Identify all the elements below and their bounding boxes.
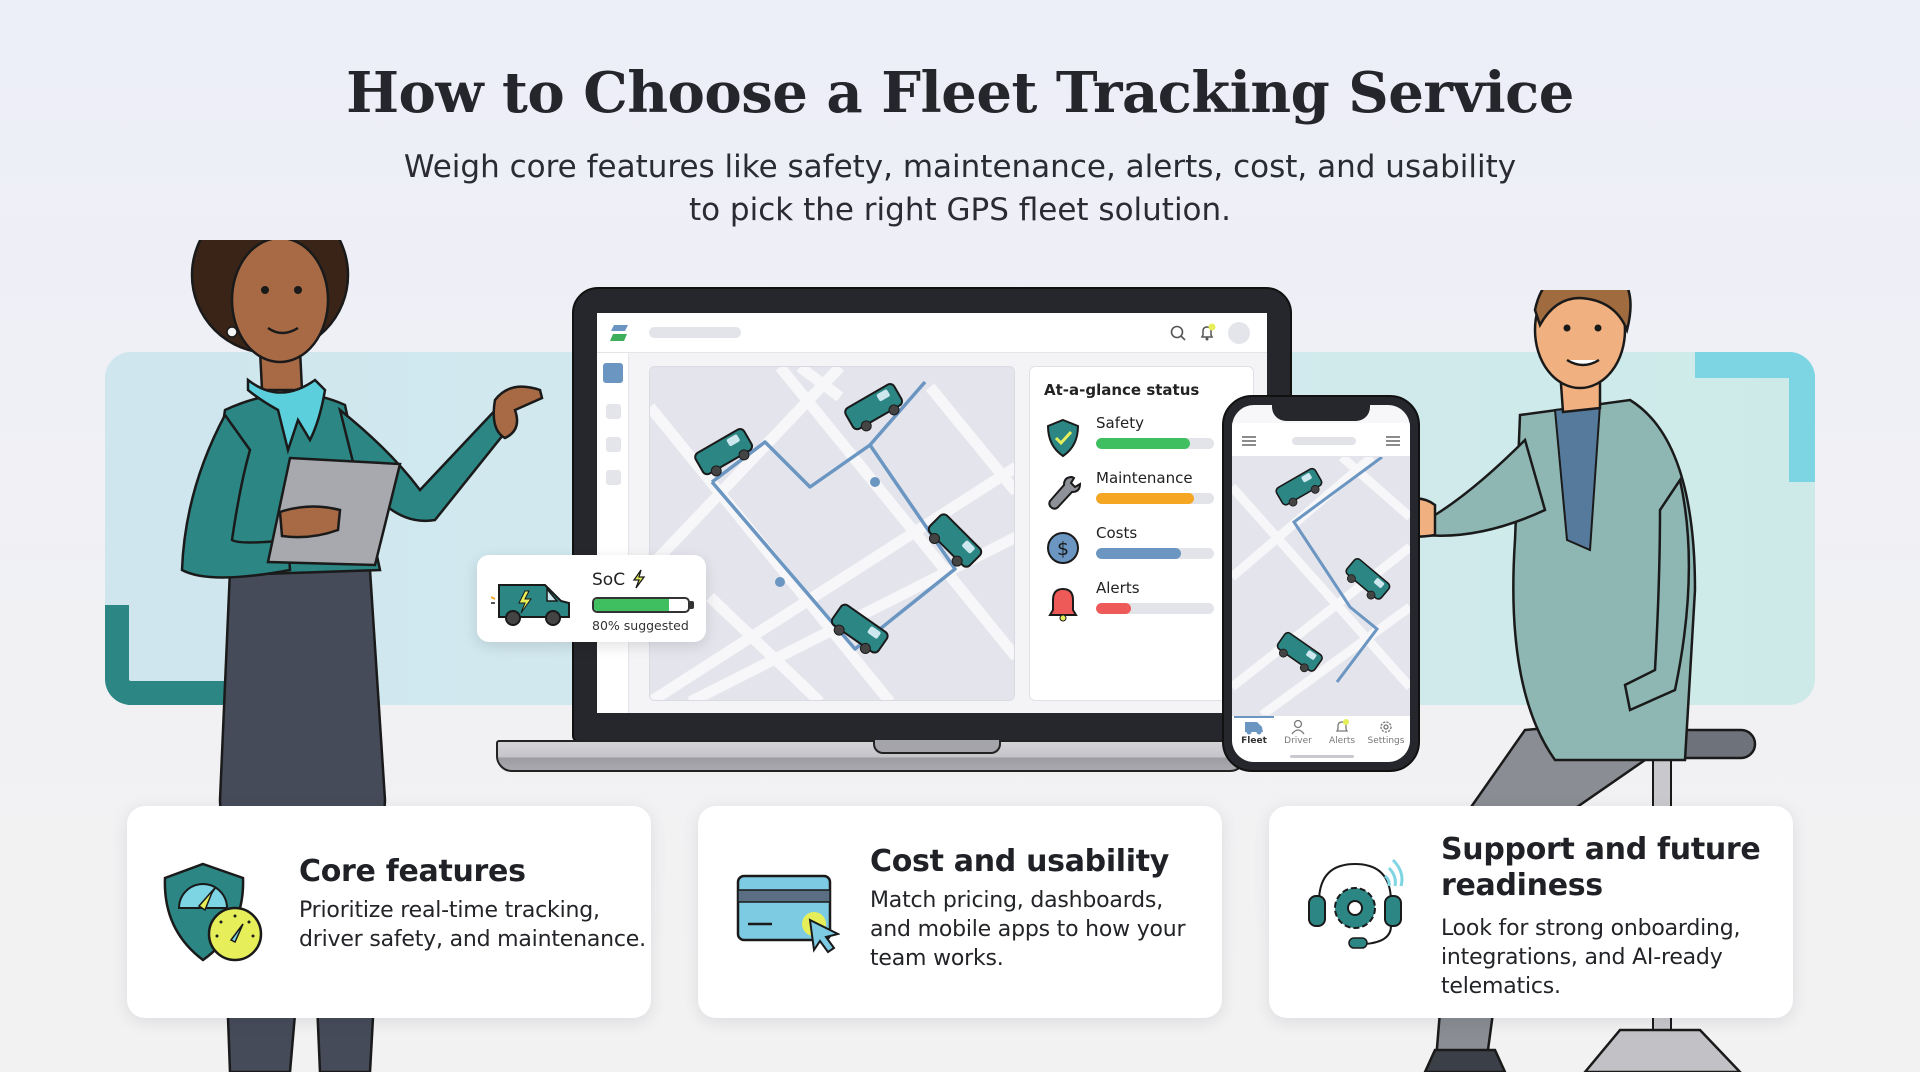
subtitle-line: Weigh core features like safety, mainten… [403, 149, 1517, 185]
dollar-coin-icon: $ [1047, 532, 1079, 564]
status-progress-bar [1096, 493, 1214, 504]
status-panel-title: At-a-glance status [1044, 381, 1200, 399]
band-corner-accent-left [105, 605, 225, 705]
at-a-glance-status-panel: At-a-glance status Safety Maintenance $ … [1029, 366, 1254, 701]
card-core-features: Core features Prioritize real-time track… [127, 806, 651, 1018]
app-sidebar [597, 353, 629, 713]
status-row-costs: $ Costs [1044, 524, 1244, 574]
status-label: Maintenance [1096, 469, 1193, 487]
shield-gauge-icon [163, 862, 263, 962]
headset-gear-icon [1308, 858, 1404, 949]
electric-van-icon [491, 584, 570, 626]
van-marker-icon[interactable] [1340, 552, 1396, 608]
van-marker-icon[interactable] [840, 382, 910, 432]
app-logo-icon [610, 325, 628, 341]
tab-label: Driver [1284, 736, 1312, 746]
subtitle-line: to pick the right GPS fleet solution. [688, 192, 1232, 228]
tab-driver[interactable]: Driver [1276, 719, 1320, 753]
shield-check-icon [1046, 418, 1080, 458]
bell-icon [1335, 719, 1349, 732]
laptop-screen: At-a-glance status Safety Maintenance $ … [597, 313, 1267, 713]
bell-icon [1048, 587, 1078, 622]
soc-card: SoC 80% suggested [477, 555, 706, 642]
sidebar-item[interactable] [606, 404, 621, 419]
card-description-line: Prioritize real-time tracking, [299, 898, 600, 923]
status-row-alerts: Alerts [1044, 579, 1244, 629]
phone-map-streets [1232, 457, 1410, 715]
soc-caption: 80% suggested [592, 618, 689, 633]
lightning-icon [632, 569, 646, 589]
phone-home-indicator [1290, 755, 1354, 758]
band-corner-accent-right [1695, 352, 1815, 482]
van-marker-icon[interactable] [690, 427, 760, 477]
status-label: Costs [1096, 524, 1138, 542]
credit-card-cursor-icon [736, 874, 840, 954]
sidebar-item[interactable] [606, 470, 621, 485]
sidebar-item-active[interactable] [603, 363, 623, 383]
options-icon[interactable] [1386, 435, 1400, 447]
app-topbar [597, 313, 1267, 353]
active-tab-indicator [1234, 716, 1274, 718]
card-description-line: Match pricing, dashboards, [870, 888, 1163, 913]
card-description-line: team works. [870, 946, 1004, 971]
card-description-line: driver safety, and maintenance. [299, 927, 646, 952]
menu-icon[interactable] [1242, 435, 1256, 447]
card-description: Look for strong onboarding, integrations… [1441, 914, 1741, 1001]
soc-label: SoC [592, 570, 626, 590]
card-cost-usability: Cost and usability Match pricing, dashbo… [698, 806, 1222, 1018]
tab-fleet[interactable]: Fleet [1232, 719, 1276, 753]
phone-topbar [1232, 423, 1410, 457]
gear-icon [1380, 721, 1392, 733]
tab-settings[interactable]: Settings [1364, 719, 1408, 753]
card-description-line: and mobile apps to how your [870, 917, 1186, 942]
van-marker-icon[interactable] [825, 595, 895, 665]
phone-notch [1272, 403, 1370, 421]
card-description: Match pricing, dashboards, and mobile ap… [870, 886, 1186, 973]
search-icon[interactable] [1168, 323, 1188, 343]
sidebar-item[interactable] [606, 437, 621, 452]
user-icon [1291, 719, 1305, 735]
status-label: Safety [1096, 414, 1144, 432]
svg-text:$: $ [1057, 538, 1069, 560]
phone-screen: Fleet Driver Alerts Settings [1232, 405, 1410, 762]
app-title-placeholder [649, 327, 741, 338]
card-title: Core features [299, 854, 526, 889]
status-row-maintenance: Maintenance [1044, 469, 1244, 519]
bell-icon[interactable] [1197, 323, 1217, 343]
phone-fleet-map[interactable] [1232, 457, 1410, 715]
van-marker-icon[interactable] [1272, 467, 1328, 507]
status-progress-bar [1096, 438, 1214, 449]
van-marker-icon[interactable] [1272, 625, 1328, 681]
card-title: Cost and usability [870, 844, 1170, 879]
page-title: How to Choose a Fleet Tracking Service [346, 60, 1574, 126]
card-description: Prioritize real-time tracking, driver sa… [299, 896, 646, 954]
van-icon [1245, 722, 1263, 735]
tab-label: Settings [1367, 736, 1405, 746]
laptop-trackpad-notch [873, 740, 1001, 754]
phone-title-placeholder [1292, 437, 1356, 445]
tab-label: Fleet [1241, 736, 1267, 746]
van-marker-icon[interactable] [920, 507, 990, 577]
wrench-icon [1048, 475, 1082, 510]
card-description-line: Look for strong onboarding, [1441, 916, 1741, 941]
card-description-line: integrations, and AI-ready [1441, 945, 1723, 970]
fleet-map[interactable] [649, 366, 1015, 701]
status-progress-bar [1096, 603, 1214, 614]
laptop-base [496, 740, 1246, 772]
card-title-line: readiness [1441, 868, 1603, 903]
battery-tip [690, 601, 694, 609]
status-label: Alerts [1096, 579, 1140, 597]
card-support-future-readiness: Support and future readiness Look for st… [1269, 806, 1793, 1018]
card-description-line: telematics. [1441, 974, 1561, 999]
phone-tab-bar: Fleet Driver Alerts Settings [1232, 715, 1410, 762]
card-title-line: Support and future [1441, 832, 1761, 867]
battery-soc-bar [592, 597, 690, 613]
status-row-safety: Safety [1044, 414, 1244, 464]
tab-label: Alerts [1328, 736, 1356, 746]
card-title: Support and future readiness [1441, 832, 1761, 904]
tab-alerts[interactable]: Alerts [1320, 719, 1364, 753]
status-progress-bar [1096, 548, 1214, 559]
page-subtitle: Weigh core features like safety, mainten… [0, 146, 1920, 232]
avatar[interactable] [1228, 322, 1250, 344]
